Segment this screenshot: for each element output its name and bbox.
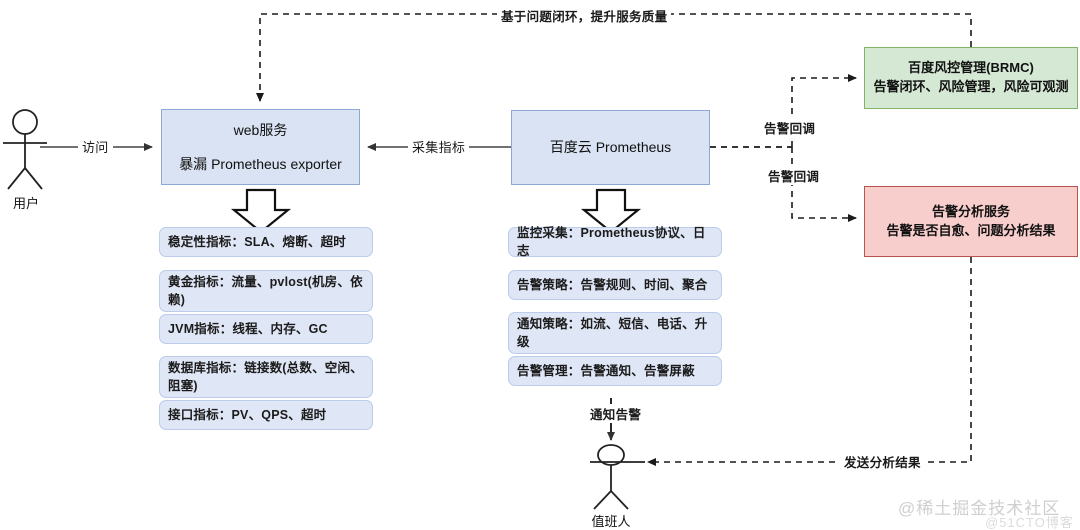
- edge-label-alarm-callback-bottom: 告警回调: [764, 166, 824, 185]
- node-web-service[interactable]: web服务 暴漏 Prometheus exporter: [161, 109, 360, 185]
- edge-label-notify-alarm: 通知告警: [586, 404, 646, 423]
- chip-left-2[interactable]: JVM指标：线程、内存、GC: [159, 314, 373, 344]
- node-web-service-line2: 暴漏 Prometheus exporter: [179, 156, 342, 172]
- edge-label-alarm-callback-top: 告警回调: [760, 118, 820, 137]
- chip-middle-2[interactable]: 通知策略：如流、短信、电话、升级: [508, 312, 722, 354]
- node-alarm-analysis[interactable]: 告警分析服务 告警是否自愈、问题分析结果: [864, 186, 1078, 257]
- chip-left-3[interactable]: 数据库指标：链接数(总数、空闲、阻塞): [159, 356, 373, 398]
- actor-oncall-figure: [590, 444, 645, 510]
- node-brmc-line2: 告警闭环、风险管理，风险可观测: [873, 79, 1069, 94]
- node-brmc-line1: 百度风控管理(BRMC): [908, 60, 1034, 76]
- chip-middle-3[interactable]: 告警管理：告警通知、告警屏蔽: [508, 356, 722, 386]
- chip-left-2-label: JVM指标：线程、内存、GC: [168, 321, 328, 336]
- chip-middle-1[interactable]: 告警策略：告警规则、时间、聚合: [508, 270, 722, 300]
- node-alarm-analysis-line1: 告警分析服务: [931, 203, 1010, 219]
- chip-left-3-label: 数据库指标：链接数(总数、空闲、阻塞): [168, 360, 363, 393]
- edge-label-feedback-loop: 基于问题闭环，提升服务质量: [497, 6, 672, 25]
- node-alarm-analysis-line2: 告警是否自愈、问题分析结果: [886, 222, 1056, 238]
- chip-left-4-label: 接口指标：PV、QPS、超时: [168, 407, 327, 422]
- chip-left-0-label: 稳定性指标：SLA、熔断、超时: [168, 234, 347, 249]
- node-prometheus-line1: 百度云 Prometheus: [549, 139, 672, 156]
- node-web-service-line1: web服务: [233, 121, 288, 138]
- node-brmc[interactable]: 百度风控管理(BRMC) 告警闭环、风险管理，风险可观测: [864, 47, 1078, 109]
- chip-middle-1-label: 告警策略：告警规则、时间、聚合: [517, 277, 708, 292]
- block-arrow-web-down: [230, 188, 292, 234]
- edge-prometheus-callbacks: [710, 74, 857, 222]
- chip-middle-2-label: 通知策略：如流、短信、电话、升级: [517, 316, 708, 349]
- edge-label-send-analysis: 发送分析结果: [840, 452, 925, 471]
- chip-middle-3-label: 告警管理：告警通知、告警屏蔽: [517, 363, 695, 378]
- actor-label-oncall: 值班人: [591, 514, 631, 529]
- chip-left-0[interactable]: 稳定性指标：SLA、熔断、超时: [159, 227, 373, 257]
- edge-label-scrape: 采集指标: [408, 137, 470, 156]
- chip-middle-0-label: 监控采集：Prometheus协议、日志: [517, 225, 706, 258]
- actor-label-user: 用户: [12, 196, 39, 211]
- watermark-community: @稀土掘金技术社区: [898, 499, 1061, 518]
- chip-left-4[interactable]: 接口指标：PV、QPS、超时: [159, 400, 373, 430]
- actor-user-figure: [3, 109, 47, 190]
- chip-left-1-label: 黄金指标：流量、pvlost(机房、依赖): [168, 274, 363, 307]
- chip-left-1[interactable]: 黄金指标：流量、pvlost(机房、依赖): [159, 270, 373, 312]
- edge-label-visit: 访问: [78, 137, 113, 156]
- watermark-blog: @51CTO博客: [985, 515, 1074, 530]
- chip-middle-0[interactable]: 监控采集：Prometheus协议、日志: [508, 225, 722, 258]
- node-prometheus[interactable]: 百度云 Prometheus: [511, 110, 710, 185]
